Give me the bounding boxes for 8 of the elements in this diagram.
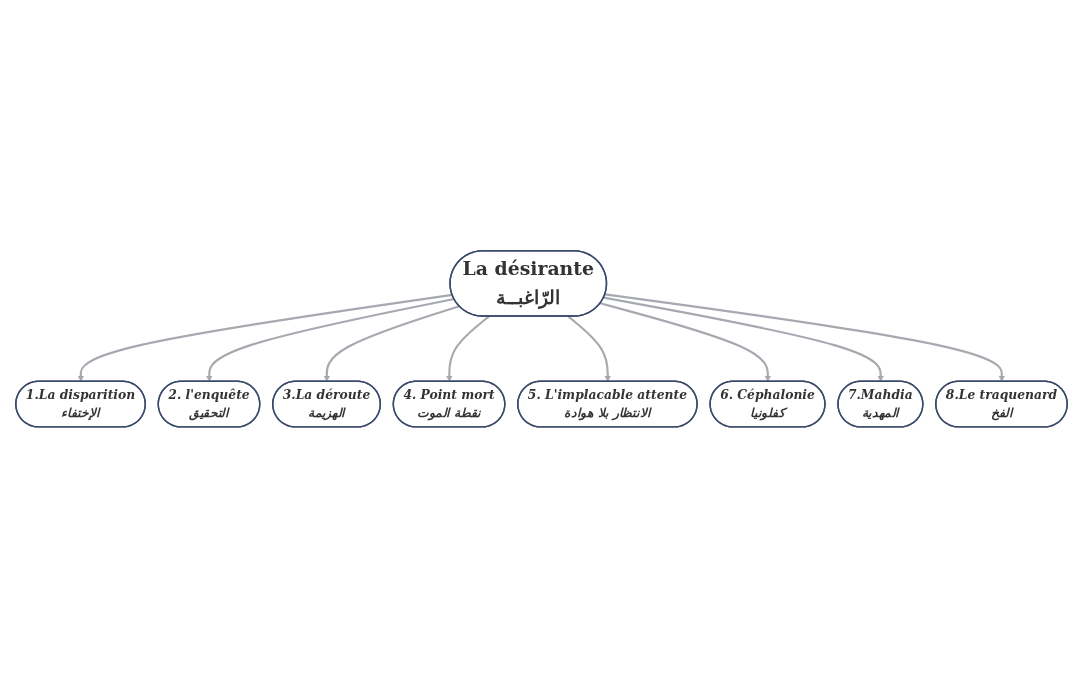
arrow xyxy=(206,298,455,383)
arrow xyxy=(77,293,453,383)
arrow xyxy=(567,315,611,383)
arrow xyxy=(604,293,1005,383)
arrow xyxy=(323,305,460,383)
arrow xyxy=(600,302,771,383)
arrow xyxy=(446,315,490,383)
arrow xyxy=(603,296,884,383)
